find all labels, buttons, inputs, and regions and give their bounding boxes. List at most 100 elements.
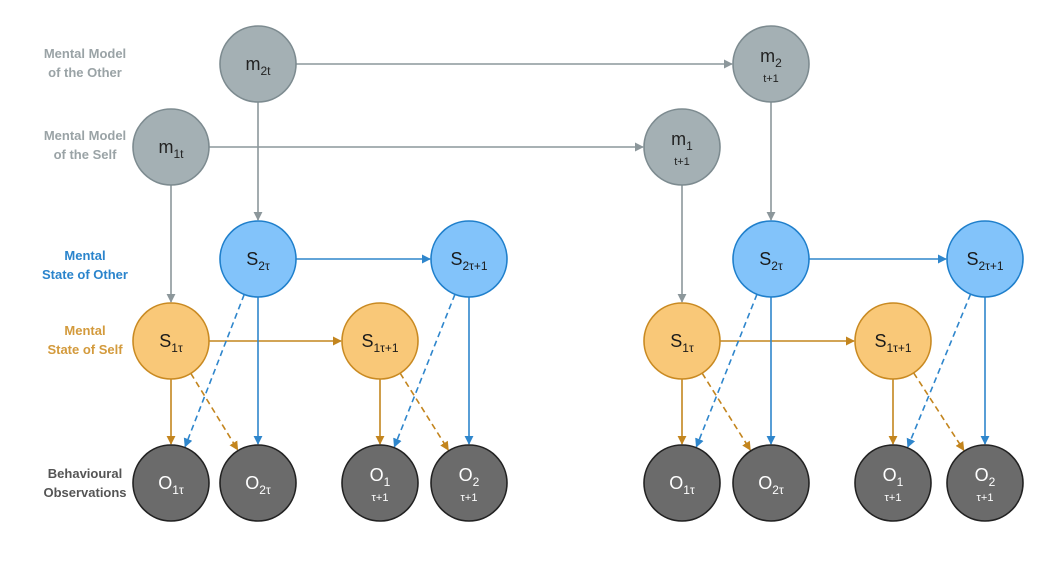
node-m2_next: m2t+1 — [732, 25, 810, 103]
node-o2_c-label-main: O — [758, 473, 772, 493]
node-s1_a: S1τ — [132, 302, 210, 380]
node-s1_c-circle — [643, 302, 721, 380]
node-o2_b-label-sub: 2 — [473, 475, 480, 489]
node-o2_b-label-below: τ+1 — [461, 492, 478, 504]
node-o1_d-label: O1 — [883, 465, 904, 489]
node-s1_d-label-sub: 1τ+1 — [886, 341, 911, 355]
node-s1_a-label-main: S — [159, 331, 171, 351]
node-m2_next-label-main: m — [760, 46, 775, 66]
node-m1t-label: m1t — [158, 137, 184, 161]
node-o1_b: O1τ+1 — [341, 444, 419, 522]
node-o1_c-label-sub: 1τ — [683, 483, 695, 497]
node-s1_b-label: S1τ+1 — [361, 331, 398, 355]
edge-s2_d-to-o1_d — [906, 293, 972, 448]
row-label-observations-line1: Behavioural — [47, 466, 123, 481]
row-label-observations: Behavioural Observations — [10, 464, 160, 502]
node-o2_d: O2τ+1 — [946, 444, 1024, 522]
node-s2_b-label: S2τ+1 — [450, 249, 487, 273]
node-m1_next-label-main: m — [671, 129, 686, 149]
node-s2_c-label-sub: 2τ — [771, 259, 783, 273]
node-o2_b-circle — [430, 444, 508, 522]
node-o2_b: O2 τ+1 — [430, 444, 508, 522]
edge-s2_b-to-o1_b — [393, 294, 456, 448]
node-s2_d-label-sub: 2τ+1 — [978, 259, 1003, 273]
node-o2_d-label: O2 — [975, 465, 996, 489]
row-label-model-self: Mental Model of the Self — [10, 126, 160, 164]
node-o2_d-circle — [946, 444, 1024, 522]
node-m1_next-circle — [643, 108, 721, 186]
row-label-model-self-line1: Mental Model — [43, 128, 127, 143]
node-m1t: m1t — [132, 108, 210, 186]
node-o2_c-circle — [732, 444, 810, 522]
node-o1_a-label-sub: 1τ — [172, 483, 184, 497]
node-s1_c-label-main: S — [670, 331, 682, 351]
node-s2_a-circle — [219, 220, 297, 298]
node-s1_d-label: S1τ+1 — [874, 331, 911, 355]
node-m1t-label-sub: 1t — [173, 147, 184, 161]
node-s2_c-circle — [732, 220, 810, 298]
row-label-model-self-line2: of the Self — [53, 147, 117, 162]
node-o2_b-label-main: O — [459, 465, 473, 485]
node-s2_c-label-main: S — [759, 249, 771, 269]
edge-s2_a-to-o1_a — [183, 294, 245, 448]
node-m1_next-label: m1 — [671, 129, 693, 153]
node-o1_d-label-sub: 1 — [897, 475, 904, 489]
node-m2t-circle — [219, 25, 297, 103]
node-s2_c: S2τ — [732, 220, 810, 298]
edges-layer — [166, 59, 990, 452]
node-m2t: m2t — [219, 25, 297, 103]
node-m1_next-label-sub: 1 — [686, 139, 693, 153]
node-o1_b-label-below: τ+1 — [372, 492, 389, 504]
node-s2_d: S2τ+1 — [946, 220, 1024, 298]
node-o2_d-label-sub: 2 — [989, 475, 996, 489]
node-o1_c-label-main: O — [669, 473, 683, 493]
node-s1_d: S1τ+1 — [854, 302, 932, 380]
edge-s1_d-to-o2_d — [912, 372, 965, 452]
node-o2_a-label-main: O — [245, 473, 259, 493]
node-s2_b-circle — [430, 220, 508, 298]
node-s1_a-label-sub: 1τ — [171, 341, 183, 355]
node-s1_c-label: S1τ — [670, 331, 694, 355]
node-o1_a-label: O1τ — [158, 473, 184, 497]
node-o2_b-label: O2 — [459, 465, 480, 489]
node-s1_c-label-sub: 1τ — [682, 341, 694, 355]
node-o2_d-label-main: O — [975, 465, 989, 485]
node-o2_c: O2τ — [732, 444, 810, 522]
edge-s1_a-to-o2_a — [190, 372, 239, 451]
node-s2_a-label-main: S — [246, 249, 258, 269]
node-o1_a-label-main: O — [158, 473, 172, 493]
edge-s2_c-to-o1_c — [695, 294, 758, 448]
row-label-model-other: Mental Model of the Other — [10, 44, 160, 82]
edge-s1_b-to-o2_b — [399, 372, 449, 451]
row-label-state-self-line2: State of Self — [47, 342, 123, 357]
node-o2_a-circle — [219, 444, 297, 522]
row-label-model-other-line1: Mental Model — [43, 46, 127, 61]
node-o2_a-label-sub: 2τ — [259, 483, 271, 497]
node-m1_next-label-below: t+1 — [674, 156, 690, 168]
node-s1_a-label: S1τ — [159, 331, 183, 355]
node-o1_d-label-main: O — [883, 465, 897, 485]
row-label-state-other: Mental State of Other — [10, 246, 160, 284]
row-label-observations-line2: Observations — [43, 485, 127, 500]
node-o2_a-label: O2τ — [245, 473, 271, 497]
node-o1_d-circle — [854, 444, 932, 522]
node-s2_b: S2τ+1 — [430, 220, 508, 298]
node-s2_d-label: S2τ+1 — [966, 249, 1003, 273]
node-m2t-label-sub: 2t — [260, 64, 271, 78]
node-s1_b-circle — [341, 302, 419, 380]
node-s1_a-circle — [132, 302, 210, 380]
node-s2_c-label: S2τ — [759, 249, 783, 273]
node-m2t-label: m2t — [245, 54, 271, 78]
row-label-state-self-line1: Mental — [64, 323, 106, 338]
node-o1_b-circle — [341, 444, 419, 522]
node-o1_c-circle — [643, 444, 721, 522]
node-o1_b-label-main: O — [370, 465, 384, 485]
node-o2_a: O2τ — [219, 444, 297, 522]
node-o2_c-label-sub: 2τ — [772, 483, 784, 497]
node-m2t-label-main: m — [245, 54, 260, 74]
node-o1_c: O1τ — [643, 444, 721, 522]
node-o1_a: O1τ — [132, 444, 210, 522]
row-label-state-other-line2: State of Other — [42, 267, 128, 282]
